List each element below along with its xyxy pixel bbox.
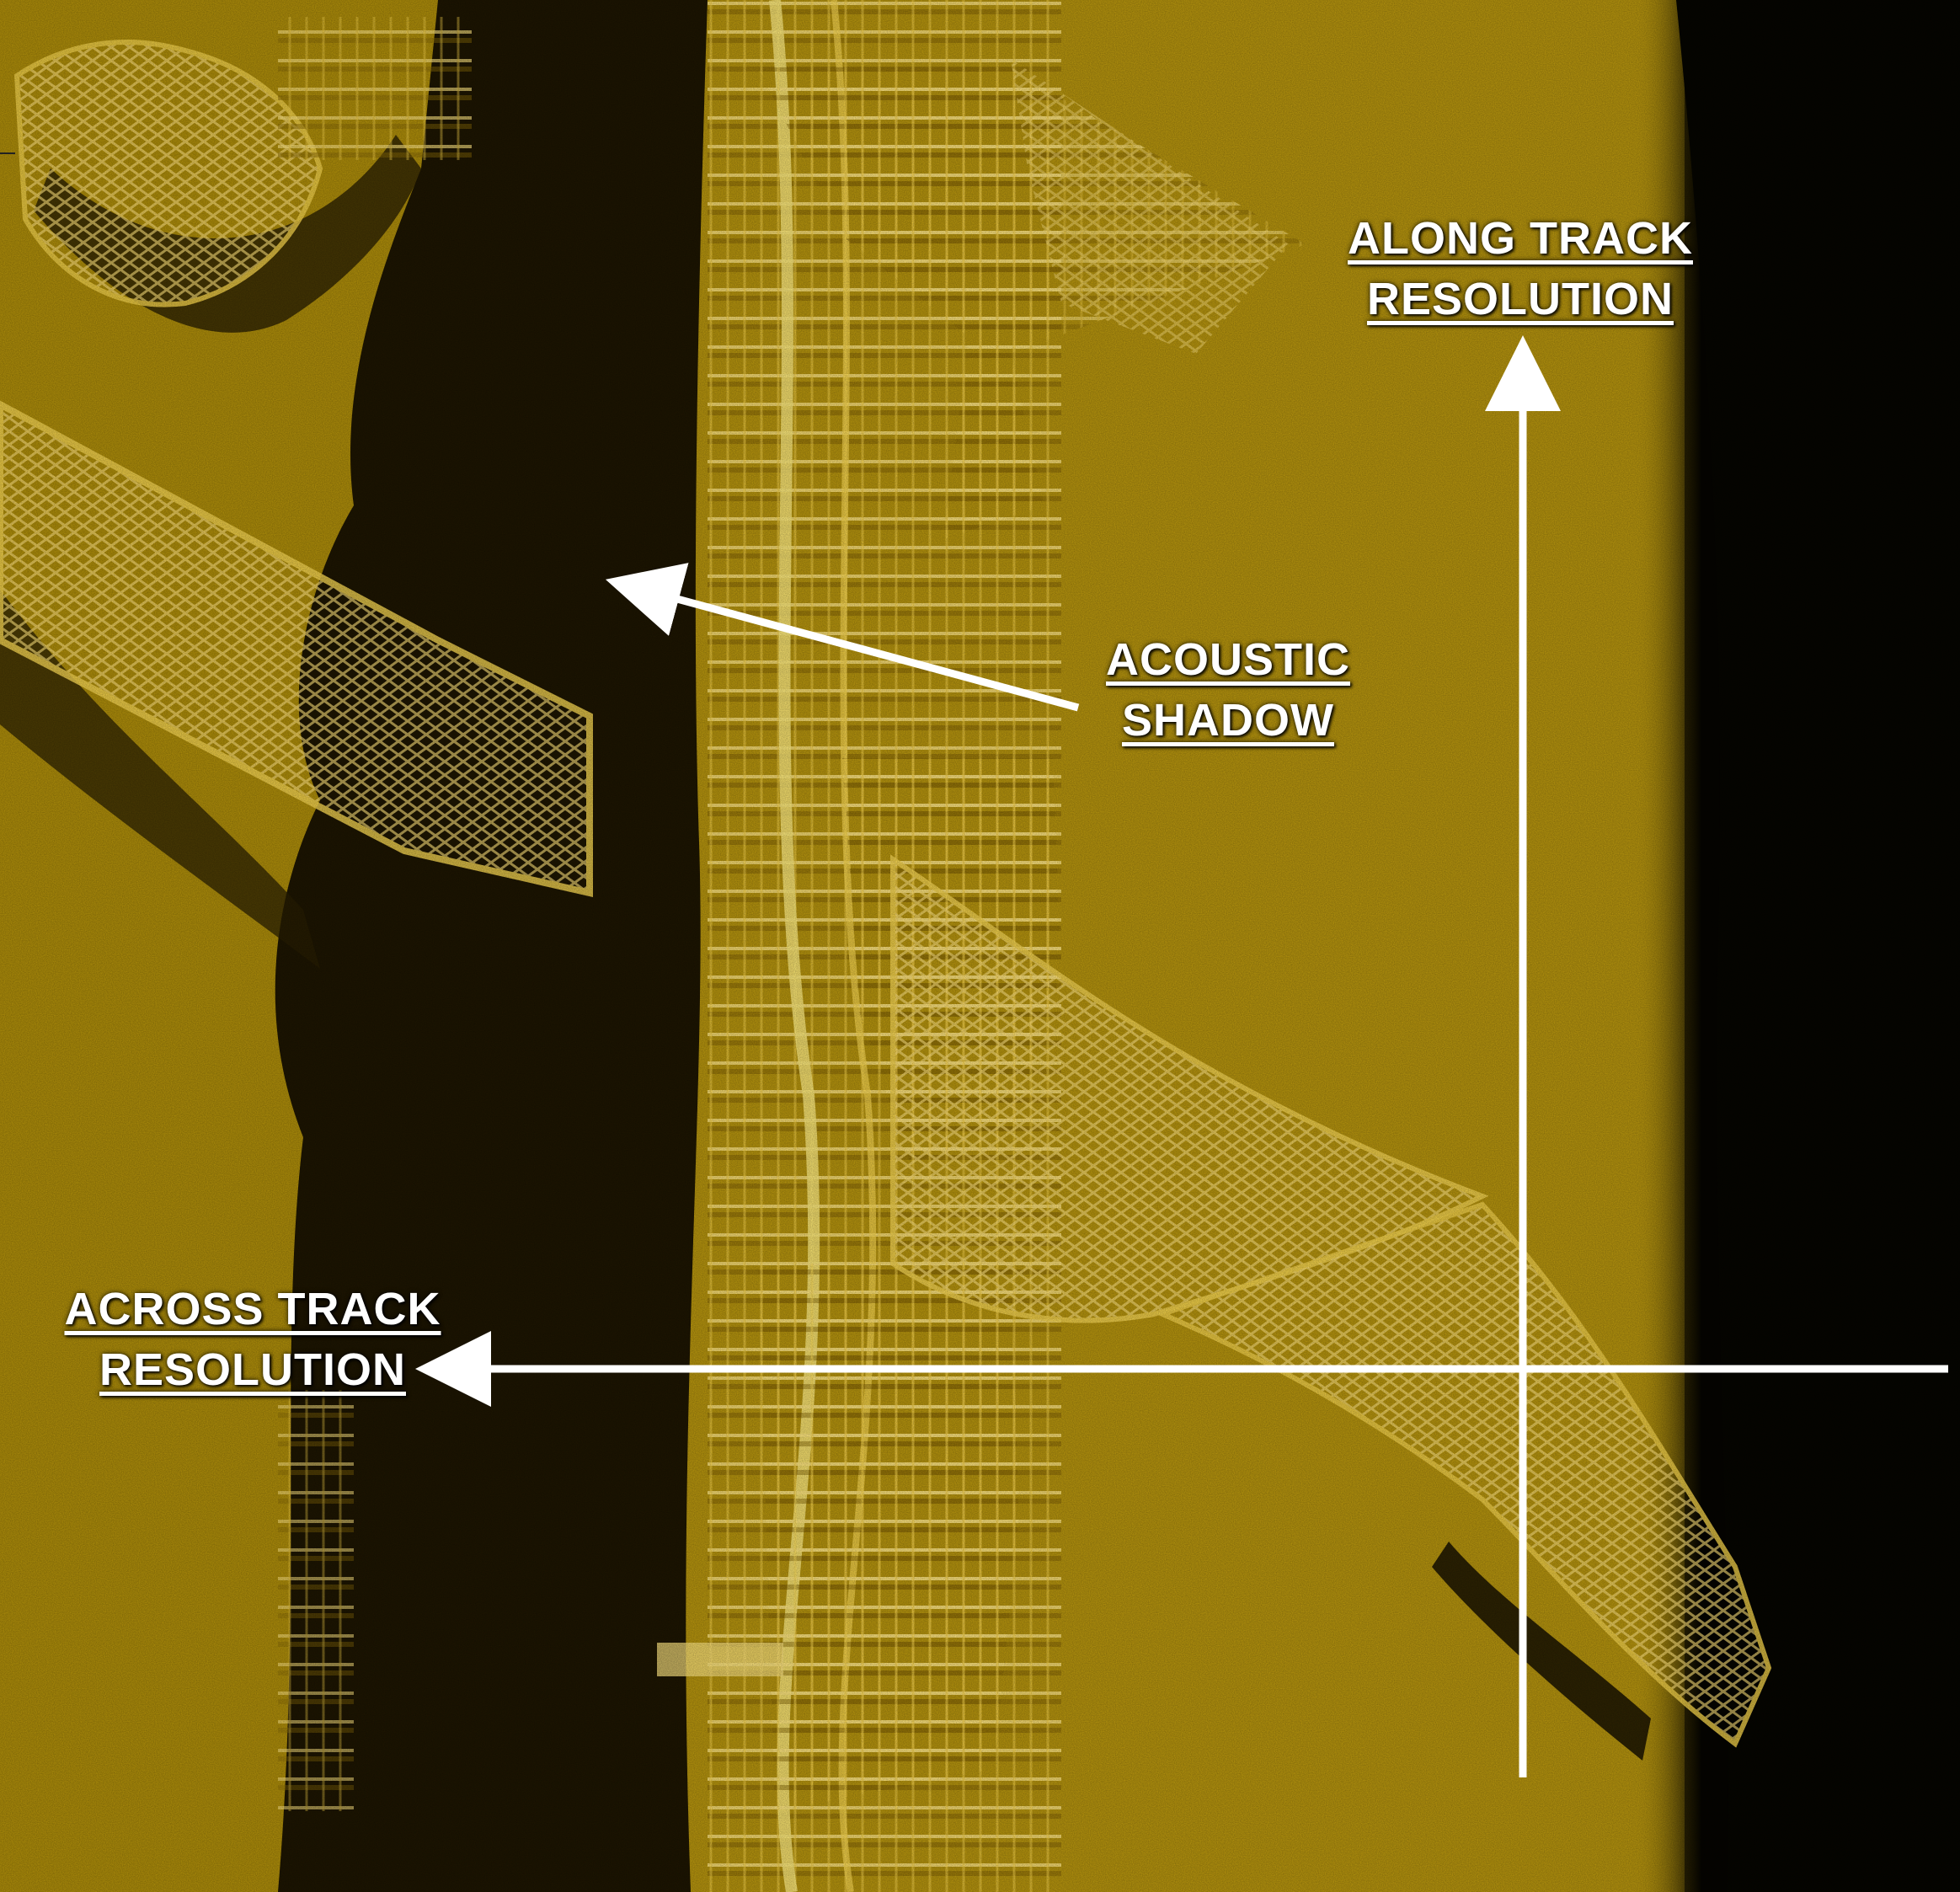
across-track-resolution-label: ACROSS TRACK RESOLUTION (25, 1279, 480, 1400)
acoustic-shadow-line1: ACOUSTIC (1068, 629, 1388, 690)
along-track-line1: ALONG TRACK (1318, 208, 1722, 269)
acoustic-shadow-line2: SHADOW (1068, 690, 1388, 751)
along-track-line2: RESOLUTION (1318, 269, 1722, 329)
across-track-line1: ACROSS TRACK (25, 1279, 480, 1339)
acoustic-shadow-label: ACOUSTIC SHADOW (1068, 629, 1388, 751)
across-track-line2: RESOLUTION (25, 1339, 480, 1400)
along-track-resolution-label: ALONG TRACK RESOLUTION (1318, 208, 1722, 329)
